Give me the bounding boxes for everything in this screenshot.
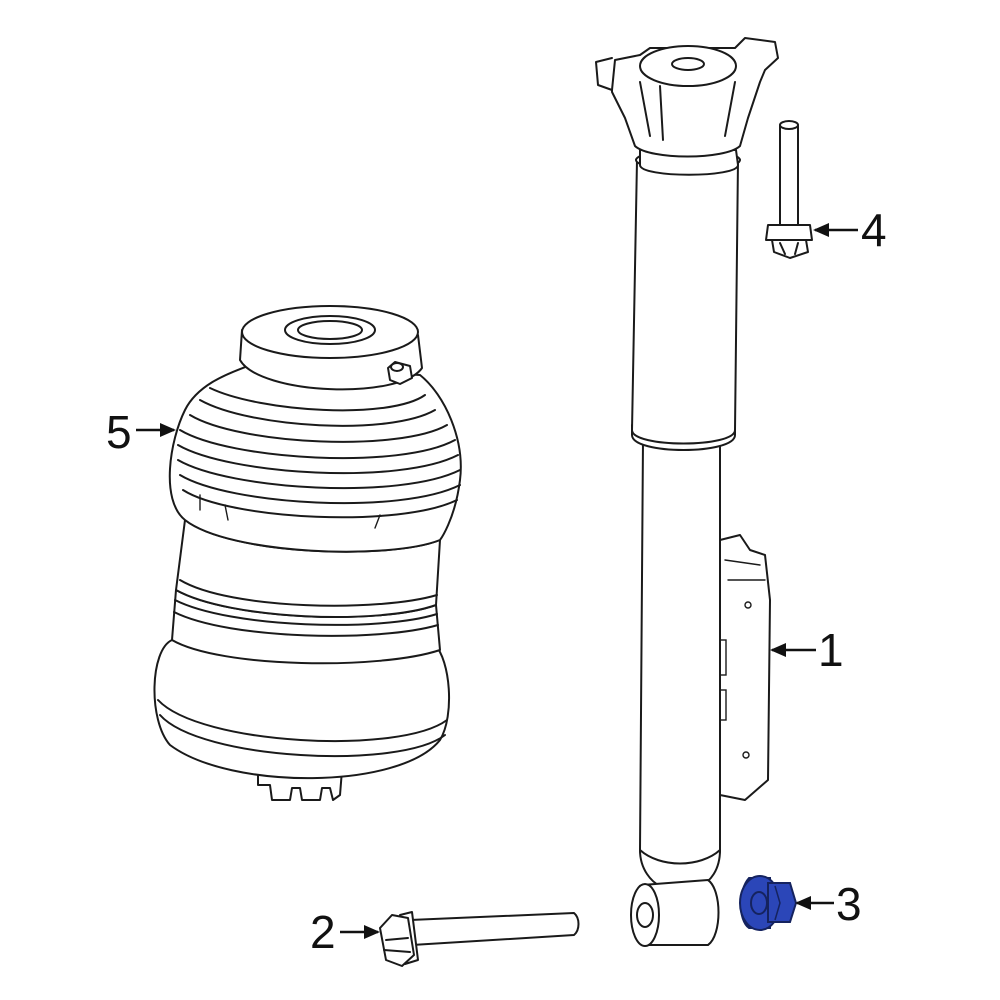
callout-number-4: 4	[861, 204, 887, 256]
callout-number-1: 1	[818, 624, 844, 676]
callout-5: 5	[106, 406, 176, 458]
air-spring[interactable]	[153, 305, 462, 801]
shock-absorber[interactable]	[595, 37, 779, 947]
callout-number-3: 3	[836, 878, 862, 930]
flange-nut[interactable]	[739, 875, 798, 931]
callout-number-2: 2	[310, 906, 336, 958]
bolt-upper[interactable]	[765, 120, 813, 259]
callout-4: 4	[813, 204, 887, 256]
callout-number-5: 5	[106, 406, 132, 458]
bolt-lower[interactable]	[379, 911, 580, 967]
callout-2: 2	[310, 906, 380, 958]
callout-3: 3	[795, 878, 862, 930]
callout-1: 1	[770, 624, 844, 676]
